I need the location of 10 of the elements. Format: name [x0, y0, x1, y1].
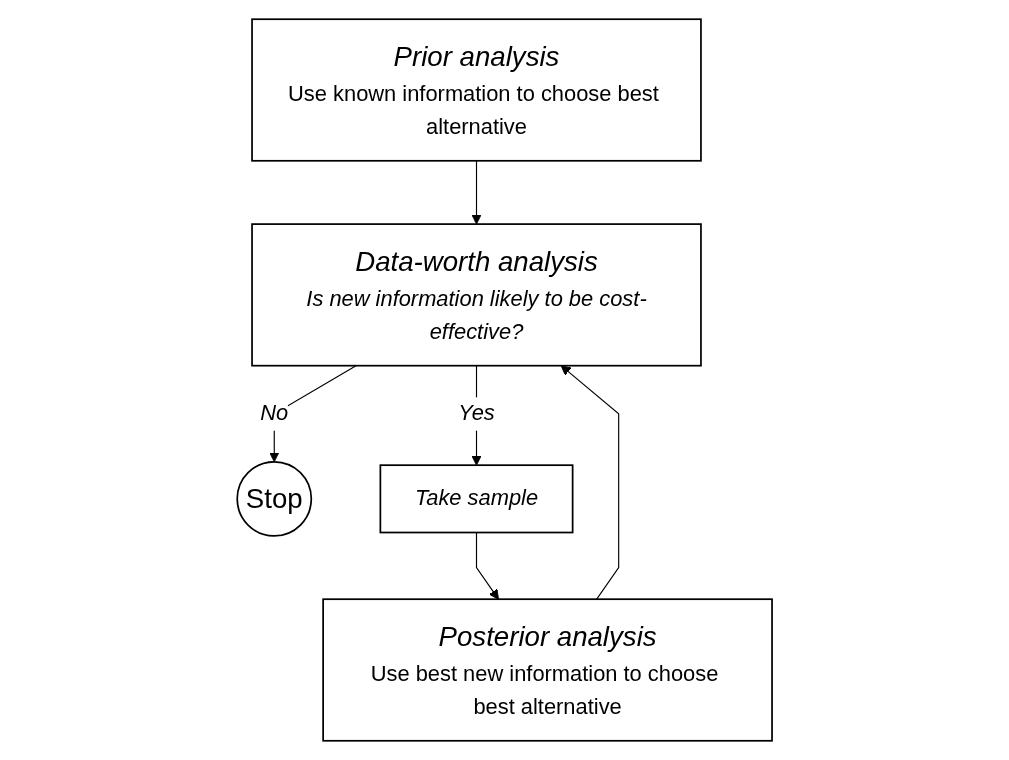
arrow [560, 365, 620, 600]
node-box: Prior analysis Use known information to choose best alternative [251, 18, 702, 162]
edge-label: No [260, 400, 289, 425]
node-box: Take sample [379, 464, 574, 534]
edge-label: Yes [458, 400, 495, 425]
arrow [471, 160, 482, 225]
node-box: Posterior analysis Use best new information to choose best alternative [322, 598, 773, 742]
arrow [475, 531, 499, 600]
node-circle: Stop [236, 460, 313, 537]
node-box: Data-worth analysis Is new information likely to be cost-effective? [251, 223, 702, 367]
